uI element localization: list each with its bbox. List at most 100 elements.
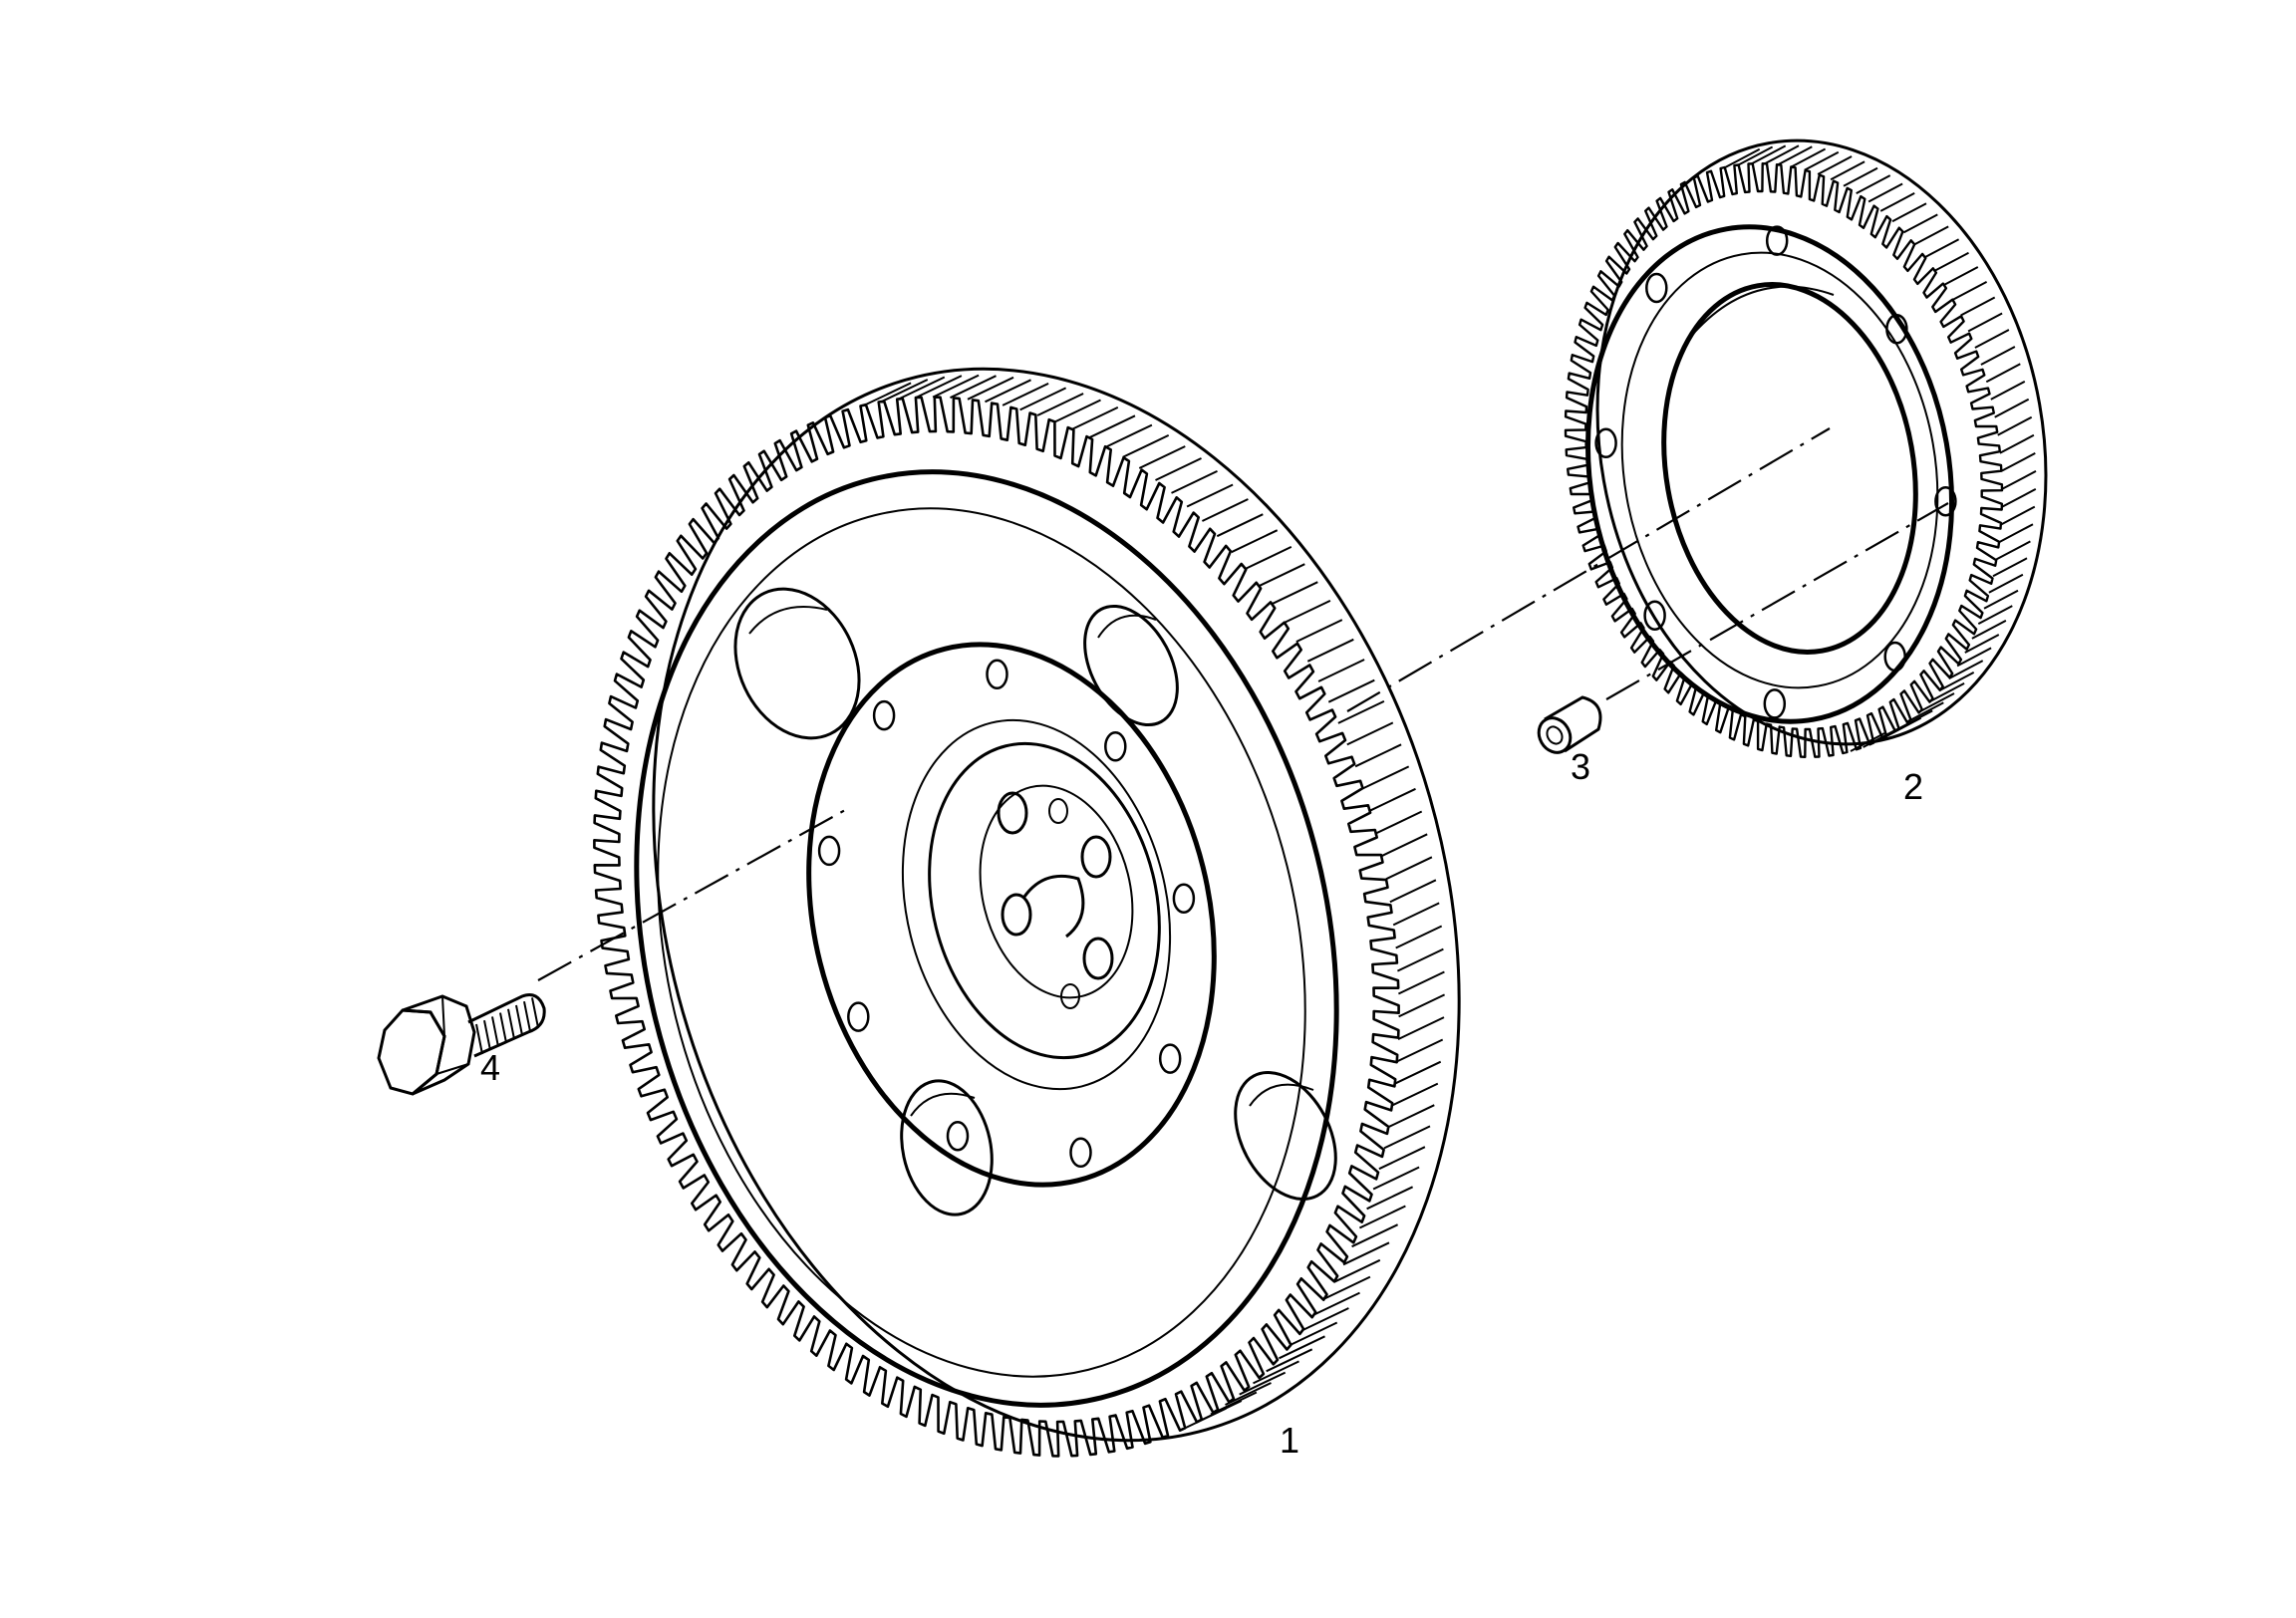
gear-tooth-flank [1216,513,1264,538]
flywheel-hub-plate [806,642,1217,1188]
hex-bolt[interactable] [377,993,546,1096]
gear-tooth-flank [1725,147,1761,168]
thread-line [531,997,539,1028]
clutch-bolt-hole [1104,731,1127,762]
gear-tooth-flank [1874,722,1910,743]
gear-tooth-flank [1392,902,1440,927]
gear-tooth-flank [2000,505,2036,526]
gear-tooth-flank [1943,266,1979,286]
gear-tooth-flank [1843,166,1878,187]
gear-tooth-flank [1239,1371,1287,1396]
gear-tooth-flank [1313,1291,1360,1316]
gear-tooth-flank [1279,1335,1325,1360]
callout-number: 4 [480,1047,500,1088]
gear-tooth-flank [1323,1275,1371,1300]
lightening-hole-wall [1097,614,1157,639]
clutch-bolt-hole [1069,1137,1092,1169]
ring-gear-mounting-hole [1763,688,1787,719]
gear-tooth-flank [1186,483,1234,508]
flywheel-lightening-holes [733,587,1337,1216]
gear-tooth-flank [1225,1382,1272,1406]
gear-tooth-flank [1977,605,2013,625]
gear-tooth-flank [1122,433,1170,458]
gear-tooth-flank [1999,433,2035,454]
gear-tooth-flank [1372,1166,1420,1191]
gear-tooth-flank [1210,1391,1258,1416]
thread-line [523,1001,531,1032]
flywheel-hub-boss [979,784,1134,999]
gear-tooth-flank [1375,810,1423,835]
dowel-pin-bore [1546,725,1564,745]
gear-tooth-flank [1939,672,1975,691]
dowel-pin-body [1544,695,1602,753]
gear-tooth-flank [2001,470,2037,490]
ring-gear-face-teeth [1725,144,2037,752]
clutch-bolt-hole [817,835,841,867]
ring-gear-mounting-hole [1594,427,1617,459]
gear-tooth-flank [1171,469,1218,494]
gear-tooth-flank [1751,144,1787,165]
flywheel[interactable] [532,273,1580,1537]
gear-tooth-flank [1253,1360,1299,1385]
clutch-bolt-hole [847,1001,870,1032]
gear-tooth-flank [1960,296,1996,317]
gear-tooth-flank [1983,589,2019,610]
thread-line [499,1012,507,1043]
crank-bolt-hole [997,791,1028,835]
gear-tooth-flank [1337,699,1385,724]
lightening-hole [1083,604,1179,727]
gear-tooth-flank [1284,599,1331,624]
gear-tooth-flank [1179,1407,1227,1432]
gear-tooth-flank [1988,573,2024,594]
gear-tooth-flank [2001,488,2037,508]
gear-tooth-flank [1919,692,1955,712]
hex-bolt-head-face [377,1008,446,1096]
gear-tooth-flank [1036,393,1084,416]
gear-tooth-flank [1019,387,1067,411]
gear-tooth-flank [1997,415,2033,436]
gear-tooth-flank [1967,312,2003,333]
gear-tooth-flank [1378,1146,1426,1171]
gear-tooth-flank [1369,787,1416,812]
ring-gear[interactable] [1550,105,2092,780]
gear-tooth-flank [1948,660,1984,679]
gear-tooth-flank [1908,701,1944,722]
gear-tooth-flank [1380,833,1428,858]
gear-tooth-flank [1902,213,1938,234]
gear-tooth-flank [1342,1241,1390,1266]
gear-tooth-flank [1306,638,1354,663]
gear-tooth-flank [1913,225,1949,246]
dowel-pin[interactable] [1533,695,1602,758]
flywheel-face-inner-ring [657,507,1306,1378]
gear-tooth-flank [1317,659,1365,682]
gear-tooth-flank [915,375,963,400]
gear-tooth-flank [1804,150,1840,171]
thread-line [515,1004,523,1036]
gear-tooth-flank [2000,452,2036,472]
gear-tooth-flank [1980,346,2016,366]
axis-dowel-to-ring [1605,502,1949,700]
gear-tooth-flank [1389,879,1437,904]
gear-tooth-flank [1351,1223,1399,1248]
flywheel-back-rim [652,367,1461,1443]
hex-bolt-threads [475,997,539,1055]
gear-tooth-flank [1397,1016,1445,1041]
lightening-hole [900,1079,994,1216]
flywheel-face-outer-ring [634,469,1339,1408]
flywheel-pilot-bore [1022,874,1085,939]
gear-tooth-flank [1863,728,1898,748]
crank-bolt-hole [1082,937,1114,980]
gear-tooth-flank [1998,523,2034,544]
assembly-axis-lines [537,427,1949,981]
lightening-hole-wall [1249,1083,1314,1107]
gear-tooth-profile [593,396,1400,1458]
gear-tooth-flank [1964,634,2000,654]
clutch-bolt-hole [1172,883,1196,914]
callout-number: 2 [1903,766,1923,807]
flywheel-hub-recess [928,741,1161,1060]
axis-flywheel-to-ring [1346,427,1831,712]
gear-tooth-flank [1346,721,1394,746]
gear-tooth-flank [1929,682,1965,702]
gear-tooth-flank [898,376,946,401]
callout-number: 1 [1280,1420,1299,1461]
